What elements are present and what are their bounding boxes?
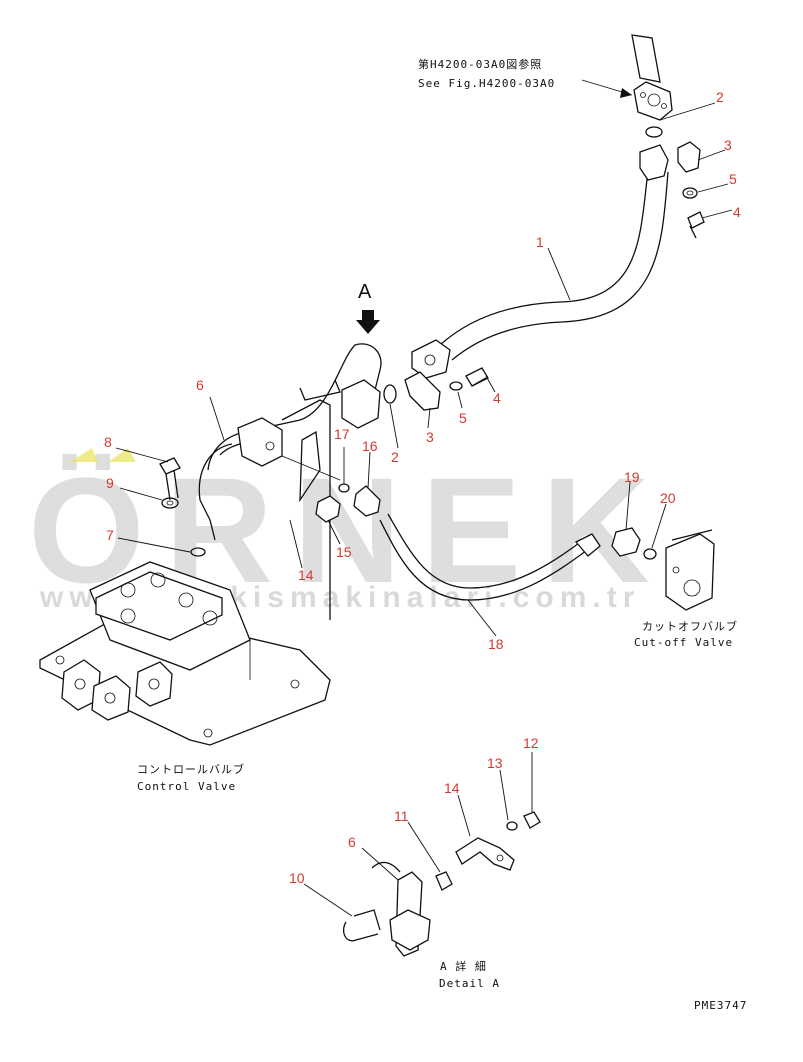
part-number: 17 [334, 426, 350, 442]
control-valve-label-en: Control Valve [137, 780, 236, 793]
adapter-16-17 [315, 483, 381, 523]
detail-a-drawing [342, 811, 541, 957]
part-number: 6 [196, 377, 204, 393]
cutoff-valve [611, 527, 715, 611]
part-number: 18 [488, 636, 504, 652]
leader-lines [115, 102, 733, 917]
part-number: 7 [106, 527, 114, 543]
part-number: 3 [426, 429, 434, 445]
part-number: 10 [289, 870, 305, 886]
watermark-accent-left [70, 448, 98, 462]
part-number: 11 [394, 808, 409, 824]
view-arrow-icon [356, 310, 380, 334]
part-number: 1 [536, 234, 544, 250]
part-number: 2 [391, 449, 399, 465]
part-number: 8 [104, 434, 112, 450]
detail-a-label-en: Detail A [439, 977, 500, 990]
part-number: 16 [362, 438, 378, 454]
drawing-code: PME3747 [694, 999, 747, 1012]
upper-clamp-parts [677, 141, 705, 239]
hose-1 [411, 144, 669, 379]
part-number: 14 [444, 780, 460, 796]
tube-6 [198, 343, 397, 541]
detail-a-label-jp: A 詳 細 [440, 959, 487, 973]
part-number: 5 [729, 171, 737, 187]
reference-arrowhead [620, 88, 632, 98]
reference-label-en: See Fig.H4200-03A0 [418, 77, 555, 90]
part-number: 4 [733, 204, 741, 220]
cutoff-valve-label-jp: カットオフバルブ [642, 619, 738, 633]
reference-label-jp: 第H4200-03A0図参照 [418, 57, 542, 71]
control-valve [39, 561, 331, 746]
part-number: 3 [724, 137, 732, 153]
cutoff-valve-label-en: Cut-off Valve [634, 636, 733, 649]
part-number: 20 [660, 490, 676, 506]
part-number: 9 [106, 475, 114, 491]
upper-flange-assembly [631, 34, 673, 138]
view-arrow-label: A [358, 281, 372, 303]
left-fasteners [159, 457, 206, 557]
part-numbers: 2 3 5 4 1 4 5 3 6 17 16 2 8 9 7 15 14 19… [104, 89, 741, 886]
part-number: 12 [523, 735, 539, 751]
part-number: 6 [348, 834, 356, 850]
hose-18 [379, 513, 601, 601]
lower-clamp-parts [404, 367, 489, 411]
part-number: 13 [487, 755, 503, 771]
part-number: 19 [624, 469, 640, 485]
part-number: 14 [298, 567, 314, 583]
part-number: 4 [493, 390, 501, 406]
control-valve-label-jp: コントロールバルブ [137, 762, 245, 776]
part-number: 5 [459, 410, 467, 426]
part-number: 2 [716, 89, 724, 105]
part-number: 15 [336, 544, 352, 560]
